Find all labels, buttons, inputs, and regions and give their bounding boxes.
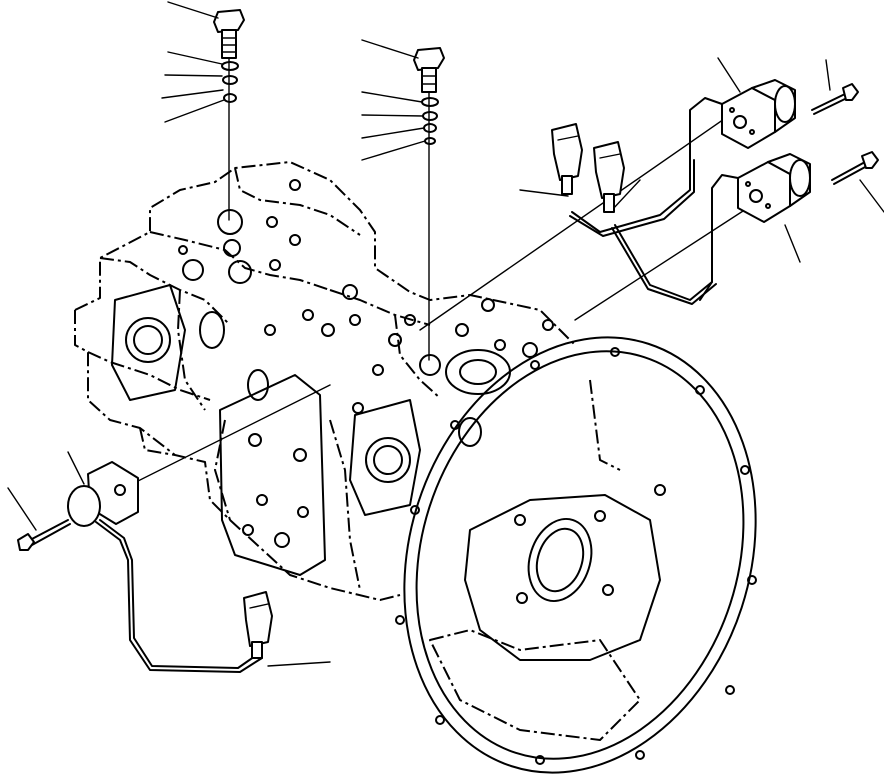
sensor-bolt — [17, 519, 71, 551]
wire-harness — [569, 159, 717, 305]
speed-sensor — [67, 461, 263, 673]
washer-stack-left — [221, 61, 239, 103]
solenoid-bolt-upper — [811, 83, 859, 115]
mounting-flange — [395, 336, 757, 774]
solenoid-valve-lower — [699, 153, 811, 301]
washer-stack-right — [421, 97, 439, 145]
pump-body — [74, 161, 576, 601]
top-bolt-right — [413, 47, 445, 361]
solenoid-bolt-lower — [831, 151, 879, 185]
leader-lines — [7, 1, 884, 667]
connector-plug-a — [551, 123, 583, 195]
connector-plug-b — [593, 141, 625, 213]
solenoid-valve-upper — [689, 79, 796, 161]
top-bolt-left — [213, 9, 245, 221]
sensor-connector — [243, 591, 273, 659]
